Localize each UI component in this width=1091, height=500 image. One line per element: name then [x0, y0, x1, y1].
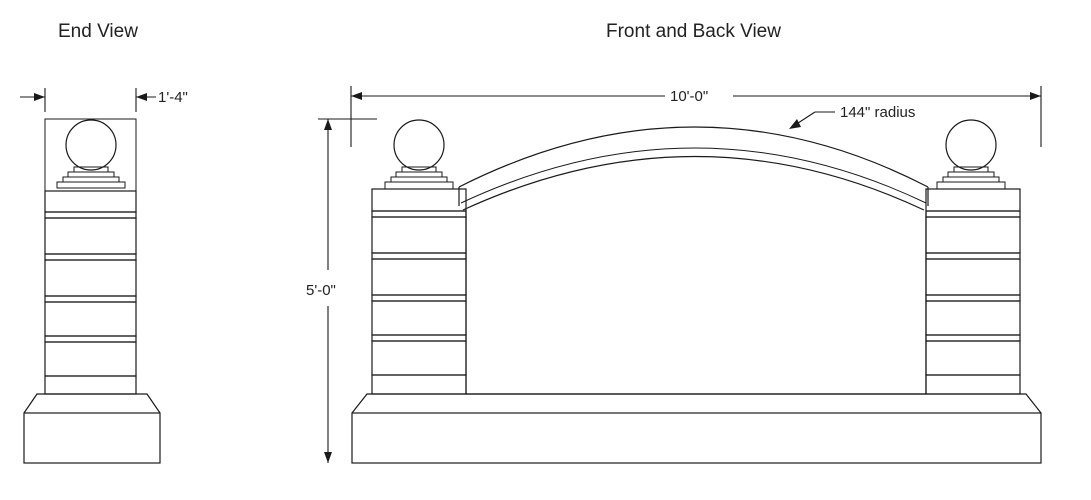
left-finial-ball: [393, 119, 445, 171]
right-column: [925, 119, 1021, 395]
overall-width-label: 10'-0": [670, 88, 708, 105]
finial-outline: [44, 118, 137, 192]
radius-label: 144" radius: [840, 104, 915, 121]
left-column: [371, 119, 467, 395]
front-view: 10'-0" 144" radius 5'-0": [306, 86, 1042, 464]
arch-top: [458, 126, 929, 211]
finial-ball: [65, 119, 117, 171]
front-base: [351, 393, 1042, 464]
overall-height-dimension: 5'-0": [306, 118, 377, 463]
end-view-title: End View: [58, 21, 138, 42]
center-panel: [465, 212, 927, 395]
overall-height-label: 5'-0": [306, 282, 336, 299]
front-view-title: Front and Back View: [606, 21, 781, 42]
radius-leader: 144" radius: [789, 104, 915, 129]
right-finial-ball: [945, 119, 997, 171]
end-view: 1'-4": [20, 88, 188, 464]
overall-width-dimension: 10'-0": [350, 86, 1042, 147]
end-width-label: 1'-4": [158, 89, 188, 106]
end-column-cap: [44, 190, 137, 213]
end-width-dimension: 1'-4": [20, 88, 188, 112]
end-base: [23, 393, 161, 414]
